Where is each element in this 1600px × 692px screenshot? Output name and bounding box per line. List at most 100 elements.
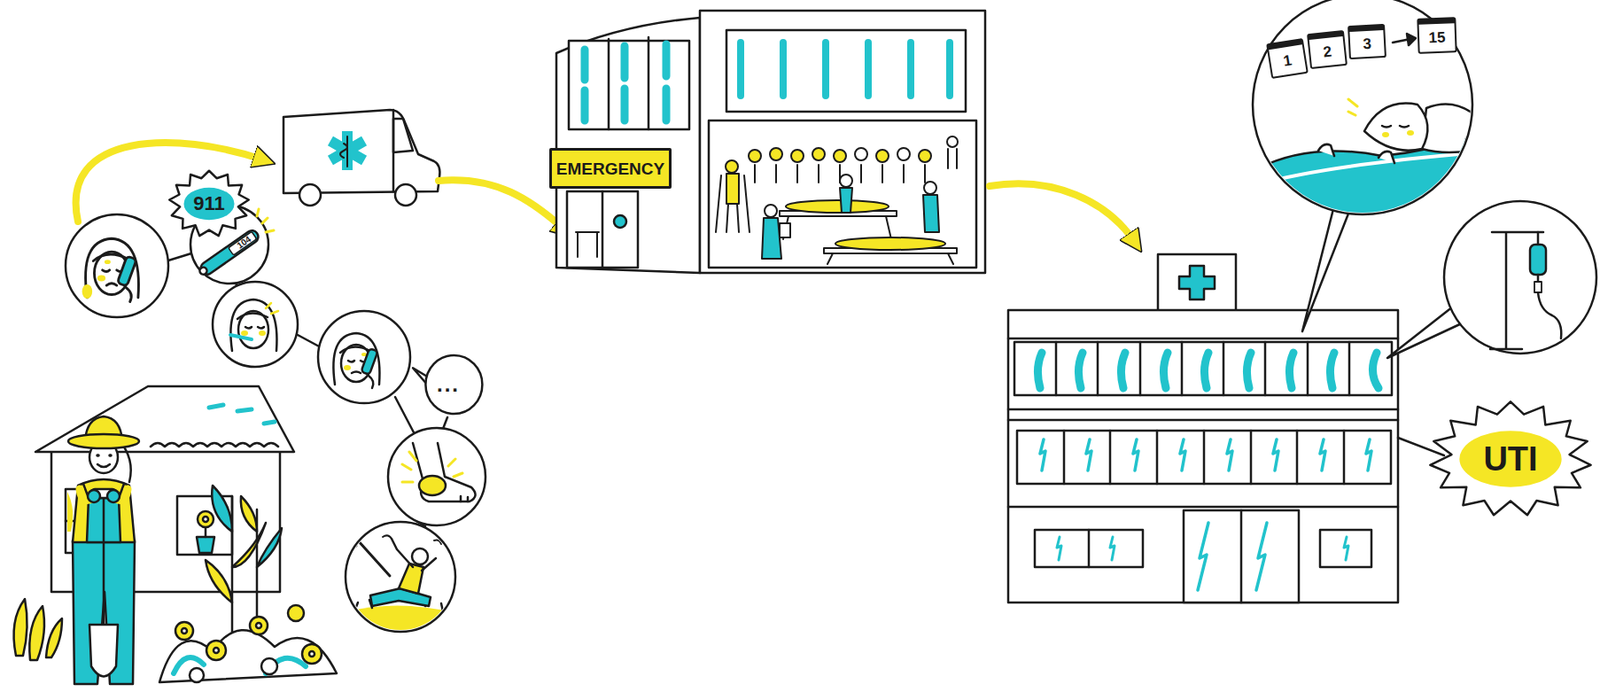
emergency-scene [924, 181, 937, 195]
garden-plants [206, 640, 226, 661]
hospital-building [1343, 536, 1349, 560]
thermometer-bubble [198, 265, 209, 276]
fever-bubble [258, 330, 266, 336]
gardener [89, 624, 118, 677]
leader-line [1302, 205, 1464, 456]
hospital-building [1008, 337, 1399, 341]
hospital-stay-bubble [1348, 99, 1358, 116]
emergency-building [613, 215, 627, 228]
emergency-scene [785, 200, 889, 213]
emergency-building [699, 10, 986, 273]
emergency-building [556, 17, 700, 273]
fall-bubble [411, 548, 428, 565]
phone-bubble [318, 310, 411, 404]
foot-bubble [388, 427, 486, 526]
call-bubble [106, 283, 117, 286]
call-bubble [65, 214, 169, 318]
emergency-scene [854, 147, 868, 161]
garden-plants [46, 618, 63, 658]
hospital-building [1179, 265, 1215, 300]
burst-outline [169, 170, 249, 236]
node-text: 1 [1281, 52, 1293, 69]
emergency-scene [918, 149, 932, 163]
emergency-scene [947, 148, 957, 169]
emergency-scene [839, 174, 853, 187]
garden-plants [261, 658, 278, 675]
gardener [97, 464, 110, 467]
hospital-building [1064, 430, 1344, 484]
garden-plants [211, 485, 233, 532]
emergency-sign: EMERGENCY [549, 147, 672, 189]
foot-bubble [412, 442, 476, 502]
ambulance [327, 131, 367, 171]
emergency-scene [812, 147, 825, 161]
thermometer-bubble [196, 227, 261, 278]
node-text: 15 [1428, 30, 1446, 47]
thermometer-bubble [256, 209, 274, 233]
ambulance [393, 118, 413, 153]
fever-bubble [245, 326, 265, 329]
emergency-building [740, 42, 950, 96]
emergency-call-burst: 911 [168, 170, 250, 238]
gardener [68, 434, 140, 449]
garden-plants [240, 496, 257, 532]
emergency-scene [839, 187, 853, 213]
ambulance [299, 184, 321, 206]
calendar-page: 2 [1306, 30, 1348, 70]
hospital-building [1008, 254, 1399, 603]
ambulance [283, 109, 440, 194]
gardener [87, 489, 101, 503]
fall-bubble [347, 533, 456, 638]
leader-line [1302, 205, 1351, 332]
ambulance [392, 109, 396, 192]
emergency-scene [715, 136, 958, 265]
illustration [14, 0, 1597, 684]
fall-bubble [382, 535, 442, 544]
hospital-building [1014, 341, 1392, 396]
foot-bubble [402, 451, 463, 482]
node-text: UTI [1483, 442, 1538, 476]
gardener [68, 416, 140, 684]
node-text: EMERGENCY [556, 160, 665, 178]
emergency-scene [827, 253, 954, 265]
call-bubble [125, 287, 132, 302]
burst-outline [1429, 401, 1591, 515]
house [209, 404, 275, 424]
hospital-stay-bubble [1252, 0, 1480, 222]
hospital-building [1040, 439, 1372, 471]
hospital-building [1197, 522, 1267, 591]
emergency-scene [779, 223, 791, 238]
fever-bubble [230, 334, 252, 340]
calendar-page: 1 [1266, 38, 1309, 79]
garden-plants [175, 621, 194, 640]
call-bubble [82, 284, 94, 299]
ambulance [283, 109, 440, 206]
hospital-stay-bubble [1258, 152, 1480, 185]
garden-plants [256, 622, 262, 629]
emergency-scene [715, 175, 750, 233]
house [196, 536, 215, 553]
emergency-scene [725, 160, 738, 173]
hospital-stay-bubble [1406, 33, 1416, 46]
thermometer-bubble [198, 227, 261, 277]
garden-plants [213, 647, 219, 653]
phone-bubble [333, 333, 380, 385]
garden-plants [189, 667, 204, 683]
emergency-building [708, 120, 977, 268]
foot-bubble [388, 427, 486, 526]
burst-fill [1459, 430, 1562, 487]
garden-plants [309, 651, 315, 657]
garden-plants [29, 605, 45, 661]
leader-line [1387, 306, 1464, 358]
hospital-stay-bubble [1364, 103, 1428, 151]
fever-bubble [238, 310, 269, 349]
fever-bubble [212, 281, 298, 367]
fall-bubble [421, 558, 436, 571]
fever-bubble [230, 299, 279, 351]
hospital-building [1017, 430, 1391, 484]
fall-bubble [350, 533, 390, 576]
emergency-building [566, 191, 638, 268]
call-bubble [116, 256, 137, 287]
hospital-stay-bubble [1318, 144, 1395, 164]
